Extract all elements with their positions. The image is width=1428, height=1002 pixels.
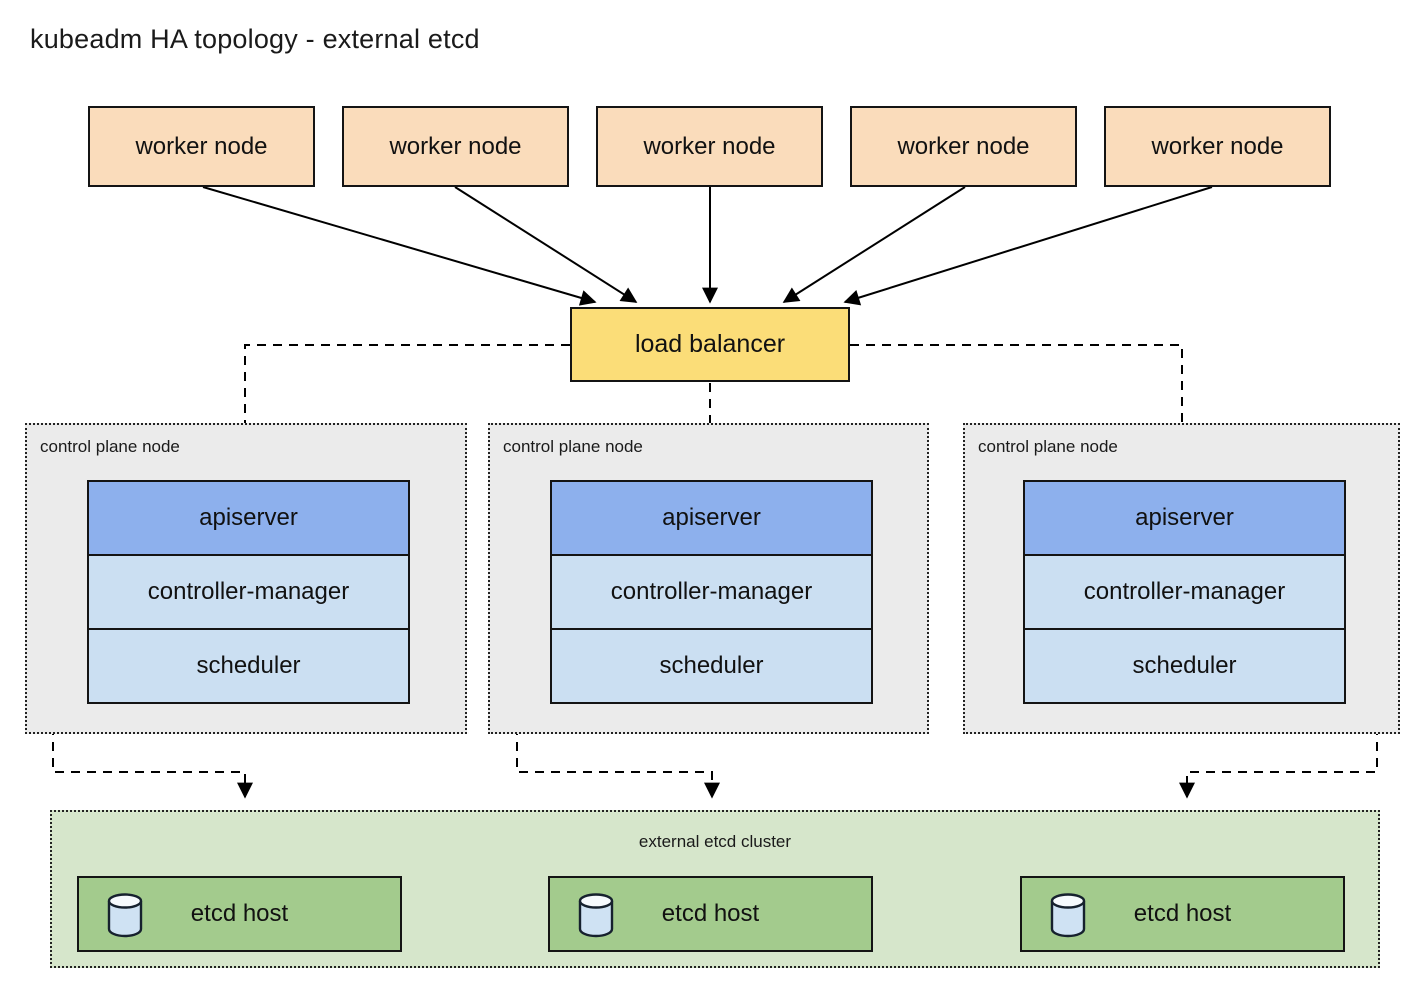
worker-node-3: worker node (596, 106, 823, 187)
etcd-host-label: etcd host (1133, 900, 1232, 927)
load-balancer-box: load balancer (570, 307, 850, 382)
database-cylinder-icon (107, 893, 143, 938)
arrow-worker-4-to-lb (782, 186, 966, 303)
etcd-host-label: etcd host (190, 900, 289, 927)
load-balancer-label: load balancer (634, 330, 786, 358)
worker-node-2: worker node (342, 106, 569, 187)
apiserver-box: apiserver (552, 482, 871, 554)
arrow-worker-1-to-lb (202, 186, 597, 306)
control-plane-node-2: control plane node apiserver controller-… (488, 423, 929, 734)
worker-node-label: worker node (389, 132, 522, 160)
worker-node-1: worker node (88, 106, 315, 187)
scheduler-box: scheduler (552, 628, 871, 702)
control-plane-node-3: control plane node apiserver controller-… (963, 423, 1400, 734)
arrow-worker-2-to-lb (454, 186, 638, 303)
worker-node-label: worker node (1151, 132, 1284, 160)
apiserver-box: apiserver (1025, 482, 1344, 554)
scheduler-box: scheduler (89, 628, 408, 702)
worker-node-label: worker node (897, 132, 1030, 160)
control-plane-node-1: control plane node apiserver controller-… (25, 423, 467, 734)
etcd-cluster-label: external etcd cluster (638, 832, 792, 851)
worker-node-label: worker node (643, 132, 776, 160)
scheduler-box: scheduler (1025, 628, 1344, 702)
arrow-worker-5-to-lb (843, 186, 1213, 306)
database-cylinder-icon (1050, 893, 1086, 938)
diagram-title: kubeadm HA topology - external etcd (30, 24, 480, 54)
controller-manager-box: controller-manager (552, 554, 871, 628)
control-plane-stack: apiserver controller-manager scheduler (1023, 480, 1346, 704)
control-plane-label: control plane node (40, 437, 180, 456)
controller-manager-box: controller-manager (89, 554, 408, 628)
control-plane-label: control plane node (503, 437, 643, 456)
etcd-host-1: etcd host (77, 876, 402, 952)
etcd-host-label: etcd host (661, 900, 760, 927)
worker-node-4: worker node (850, 106, 1077, 187)
etcd-host-2: etcd host (548, 876, 873, 952)
database-cylinder-icon (578, 893, 614, 938)
control-plane-stack: apiserver controller-manager scheduler (87, 480, 410, 704)
control-plane-label: control plane node (978, 437, 1118, 456)
apiserver-box: apiserver (89, 482, 408, 554)
control-plane-stack: apiserver controller-manager scheduler (550, 480, 873, 704)
controller-manager-box: controller-manager (1025, 554, 1344, 628)
worker-node-label: worker node (135, 132, 268, 160)
worker-node-5: worker node (1104, 106, 1331, 187)
etcd-host-3: etcd host (1020, 876, 1345, 952)
